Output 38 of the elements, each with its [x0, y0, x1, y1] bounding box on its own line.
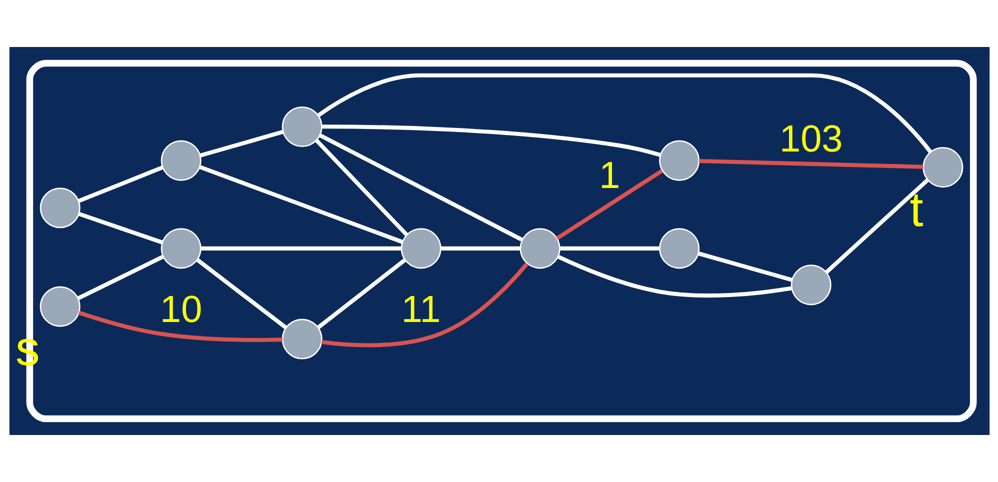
connector [321, 124, 660, 157]
connector [440, 246, 520, 250]
connector [824, 178, 928, 274]
connector [200, 246, 401, 250]
edge-label: 1 [598, 155, 620, 198]
node-circle [160, 140, 201, 181]
connector [314, 138, 408, 236]
connector [78, 212, 162, 244]
connector [320, 262, 528, 348]
connector [199, 130, 284, 158]
connector [316, 258, 406, 330]
node-circle [658, 228, 700, 269]
connector [555, 169, 663, 240]
connector [78, 310, 282, 342]
connector [698, 159, 923, 169]
edge-label: 11 [400, 288, 440, 331]
connector [556, 254, 792, 298]
node-circle [39, 188, 80, 228]
connector [198, 165, 402, 244]
node-circle [281, 106, 322, 148]
node-circle [281, 318, 322, 360]
edge-label: 103 [779, 118, 842, 161]
connector [698, 252, 792, 282]
node-circle [160, 228, 201, 269]
edge-label: 10 [160, 288, 202, 331]
node-circle [400, 228, 441, 269]
connector [196, 258, 287, 330]
connector [318, 134, 522, 242]
node-circle [658, 140, 700, 181]
connector [78, 166, 163, 203]
node-circle [519, 228, 560, 269]
connector [77, 254, 164, 300]
connector [559, 246, 659, 250]
node-label: t [909, 182, 923, 237]
node-circle [922, 147, 963, 188]
node-circle [790, 264, 831, 306]
connector [316, 73, 932, 153]
node-circle [39, 286, 80, 327]
